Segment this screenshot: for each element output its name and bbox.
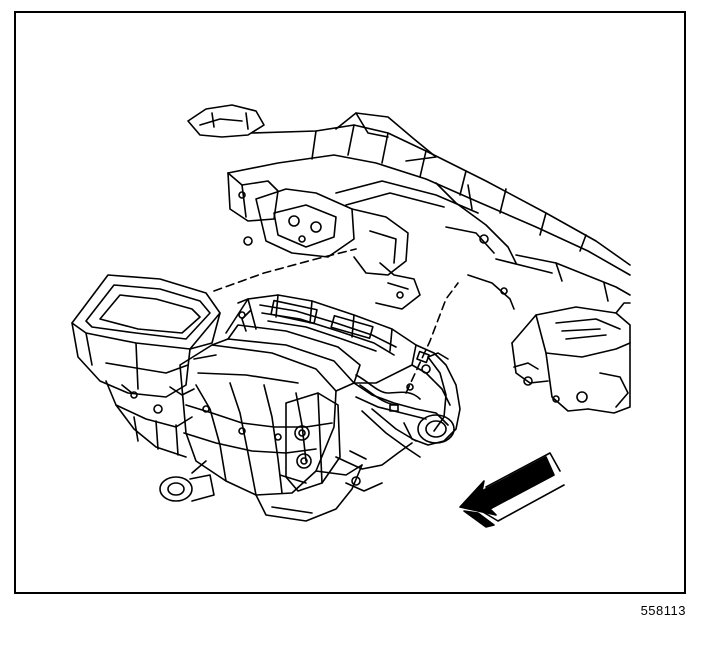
front-direction-arrow xyxy=(460,453,564,527)
diagram-frame xyxy=(14,11,686,594)
figure-id-label: 558113 xyxy=(640,603,686,618)
alignment-lines xyxy=(214,249,458,393)
instrument-panel-carrier xyxy=(188,105,630,413)
illustration xyxy=(16,13,684,592)
hvac-module-assembly xyxy=(72,275,460,521)
